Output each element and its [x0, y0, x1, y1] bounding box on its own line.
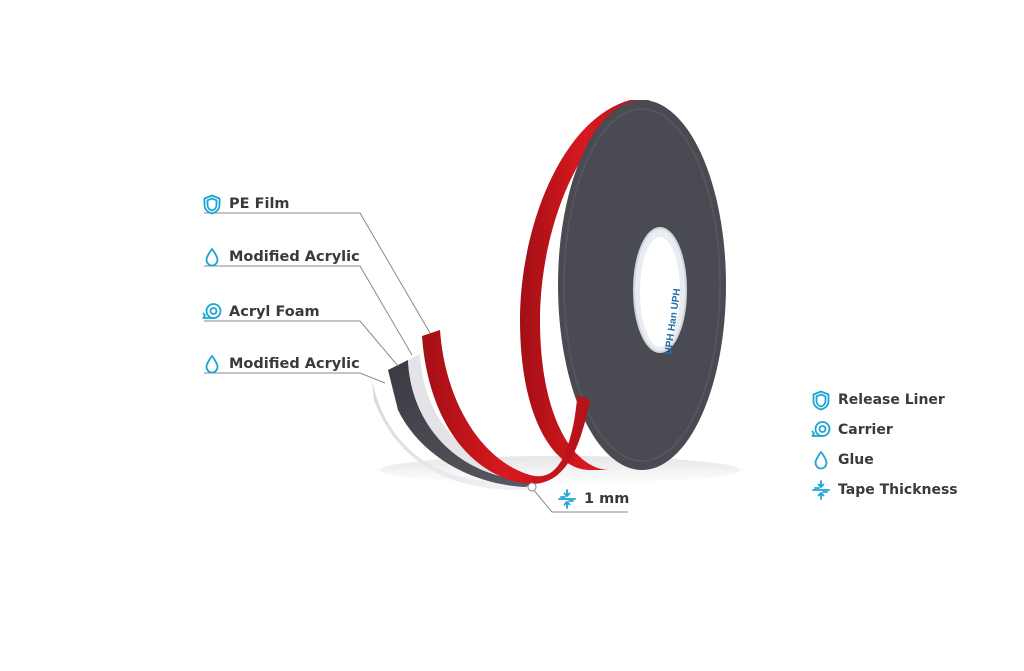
- unrolled-strip: [372, 330, 590, 491]
- callout-modified-acrylic-top: Modified Acrylic: [201, 246, 360, 268]
- thickness-label: 1 mm: [584, 491, 630, 507]
- tape-roll: UPH Han UPH: [520, 100, 726, 470]
- legend-release-liner: Release Liner: [810, 389, 945, 411]
- roll-face-ring: [563, 108, 721, 462]
- callout-label: PE Film: [229, 196, 290, 212]
- drop-icon: [201, 353, 223, 375]
- roll-core-hole: [640, 237, 680, 347]
- compress-icon: [810, 479, 832, 501]
- callout-pe-film: PE Film: [201, 193, 290, 215]
- callout-label: Modified Acrylic: [229, 356, 360, 372]
- leader-modified-acrylic-bottom: [204, 372, 386, 384]
- callout-acryl-foam: Acryl Foam: [201, 301, 320, 323]
- leader-lines: [204, 212, 628, 513]
- compress-icon: [556, 488, 578, 510]
- leader-acryl-foam: [204, 320, 399, 367]
- legend-label: Release Liner: [838, 392, 945, 408]
- legend-label: Tape Thickness: [838, 482, 958, 498]
- callout-label: Acryl Foam: [229, 304, 320, 320]
- roll-icon: [201, 301, 223, 323]
- leader-pe-film: [204, 212, 431, 334]
- legend-carrier: Carrier: [810, 419, 893, 441]
- drop-icon: [810, 449, 832, 471]
- thickness-marker: [527, 482, 537, 492]
- callout-label: Modified Acrylic: [229, 249, 360, 265]
- layer-modified-acrylic-top: [408, 354, 510, 476]
- leader-thickness: [531, 487, 628, 513]
- shield-icon: [810, 389, 832, 411]
- legend-tape-thickness: Tape Thickness: [810, 479, 958, 501]
- callout-thickness: 1 mm: [556, 488, 629, 510]
- legend-glue: Glue: [810, 449, 874, 471]
- leader-modified-acrylic-top: [204, 265, 413, 356]
- callout-modified-acrylic-bottom: Modified Acrylic: [201, 353, 360, 375]
- shield-icon: [201, 193, 223, 215]
- drop-icon: [201, 246, 223, 268]
- legend-label: Carrier: [838, 422, 893, 438]
- layer-pe-film: [422, 330, 590, 485]
- legend-label: Glue: [838, 452, 874, 468]
- layer-acryl-foam: [388, 360, 535, 487]
- roll-icon: [810, 419, 832, 441]
- roll-red-edge: [520, 100, 650, 470]
